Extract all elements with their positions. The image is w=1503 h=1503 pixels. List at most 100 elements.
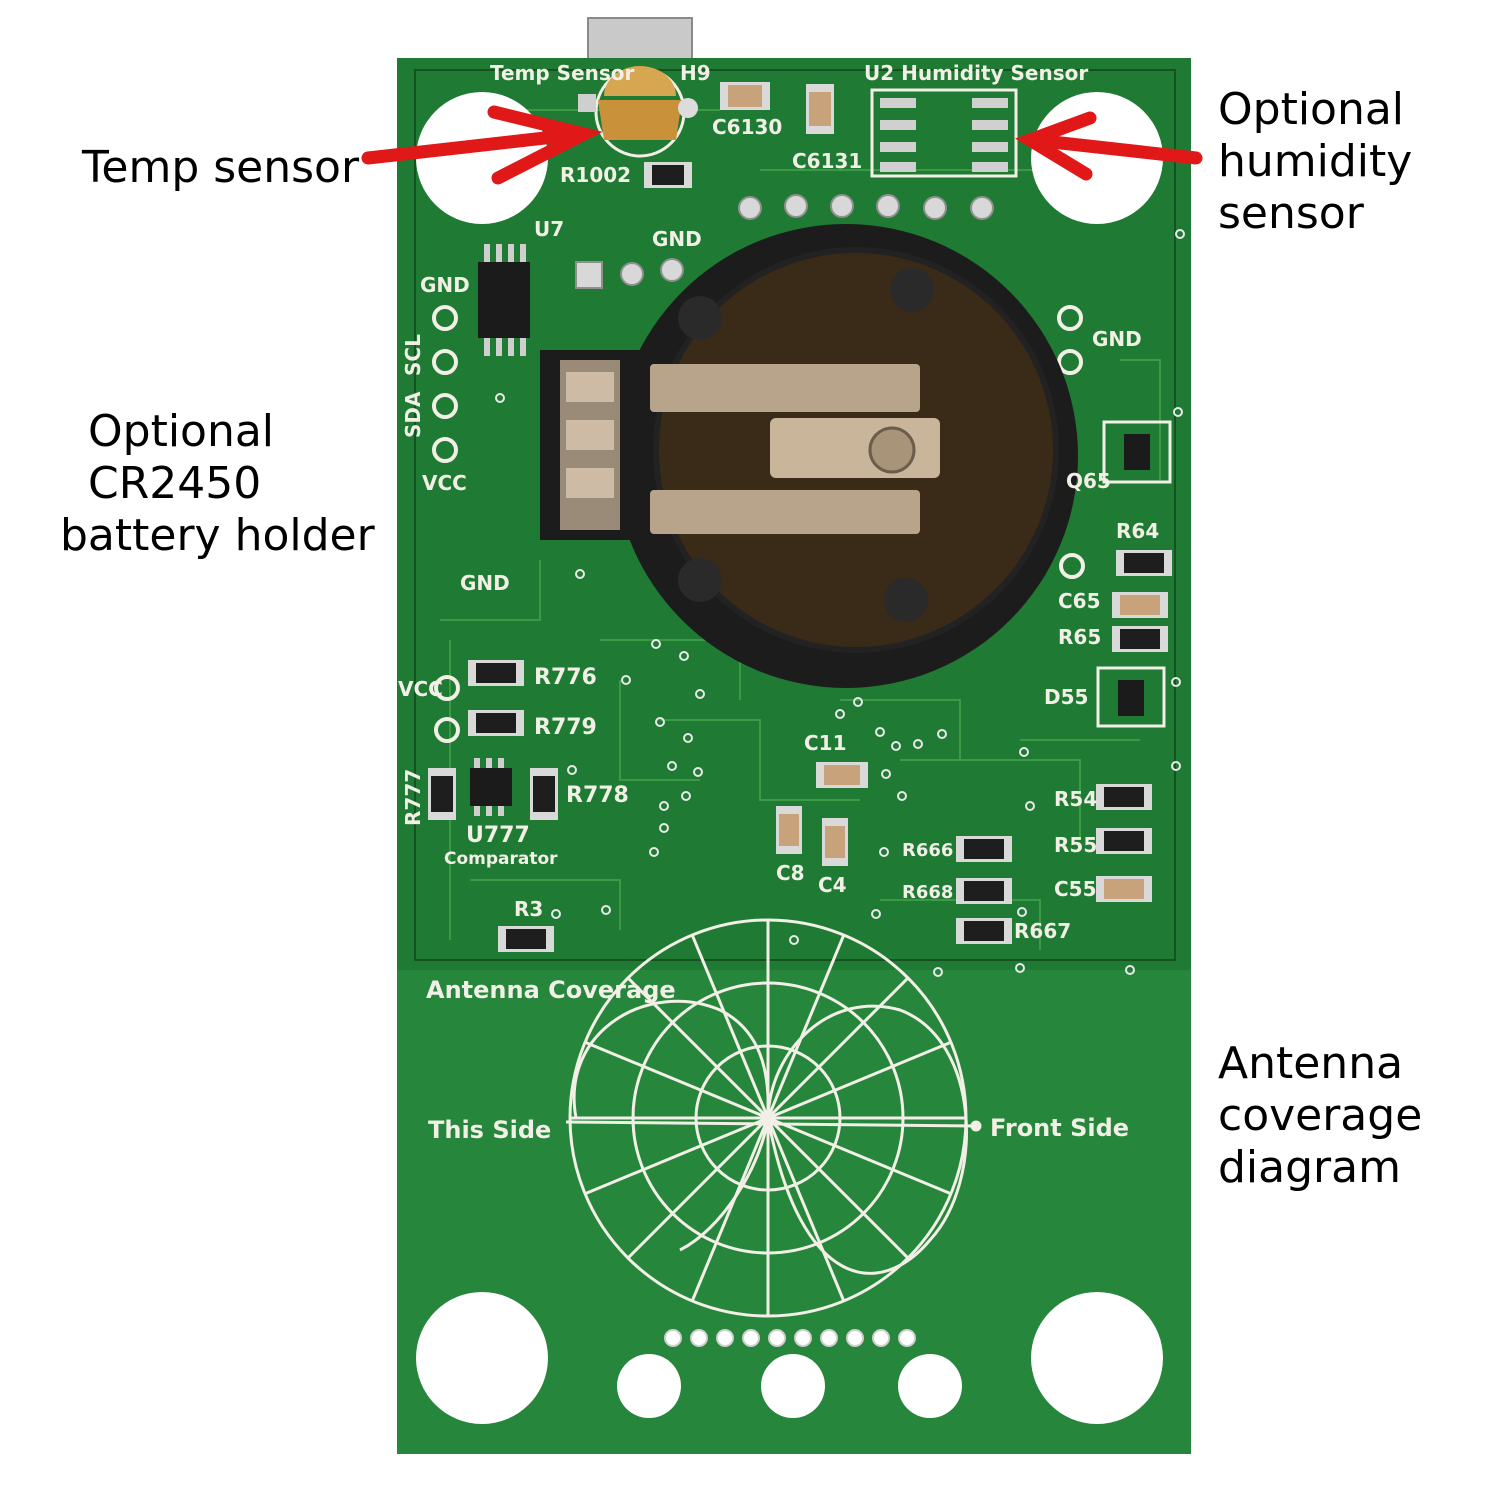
resistor [644, 162, 692, 188]
capacitor [720, 82, 770, 110]
via [1017, 907, 1027, 917]
test-pad [872, 1329, 890, 1347]
silk-r65: R65 [1058, 625, 1101, 649]
u7-chip [478, 244, 530, 356]
via [871, 909, 881, 919]
capacitor [822, 818, 848, 866]
via [789, 935, 799, 945]
via [933, 967, 943, 977]
test-pad [690, 1329, 708, 1347]
resistor [1096, 784, 1152, 810]
via [879, 847, 889, 857]
silk-vcc-top: VCC [422, 471, 467, 495]
via [495, 393, 505, 403]
silk-gnd-right: GND [1092, 327, 1142, 351]
resistor [530, 768, 558, 820]
via [551, 909, 561, 919]
usb-connector [587, 17, 693, 63]
via [1173, 407, 1183, 417]
via [659, 823, 669, 833]
silk-c8: C8 [776, 861, 805, 885]
callout-humidity-line-3: sensor [1218, 188, 1364, 239]
via [575, 569, 585, 579]
top-header-pins [575, 194, 994, 289]
silk-sda: SDA [401, 391, 425, 438]
test-pad [664, 1329, 682, 1347]
silk-r779: R779 [534, 715, 597, 740]
d55-footprint [1096, 666, 1166, 728]
via [875, 727, 885, 737]
pcb-vias [495, 229, 1185, 977]
via [693, 767, 703, 777]
test-pad [768, 1329, 786, 1347]
silk-front-side: Front Side [990, 1114, 1129, 1142]
temp-arrow-shaft [361, 127, 587, 165]
callout-antenna-line-1: Antenna [1218, 1038, 1404, 1089]
silk-u777: U777 [466, 823, 530, 848]
resistor [1116, 550, 1172, 576]
resistor [956, 836, 1012, 862]
callout-battery-line-2: CR2450 [88, 458, 262, 509]
resistor [468, 710, 524, 736]
silk-u2-humidity: U2 Humidity Sensor [864, 61, 1088, 85]
silk-r778: R778 [566, 783, 629, 808]
via [913, 739, 923, 749]
via [655, 717, 665, 727]
callout-battery-holder: Optional CR2450 battery holder [60, 406, 375, 562]
resistor [956, 918, 1012, 944]
silk-c4: C4 [818, 873, 847, 897]
capacitor [776, 806, 802, 854]
capacitor [1096, 876, 1152, 902]
temp-sensor [578, 66, 698, 158]
silk-d55: D55 [1044, 685, 1088, 709]
silk-antenna-title: Antenna Coverage [426, 976, 676, 1004]
via [659, 801, 669, 811]
silk-h9: H9 [680, 61, 711, 85]
via [1015, 963, 1025, 973]
silk-scl: SCL [401, 334, 425, 376]
callout-humidity-line-1: Optional [1218, 84, 1405, 135]
via [891, 741, 901, 751]
resistor [1112, 626, 1168, 652]
silk-r54: R54 [1054, 787, 1097, 811]
silk-c55: C55 [1054, 877, 1097, 901]
silk-r3: R3 [514, 897, 543, 921]
via [679, 651, 689, 661]
resistor [428, 768, 456, 820]
via [695, 689, 705, 699]
via [835, 709, 845, 719]
silk-r55: R55 [1054, 833, 1097, 857]
callout-temp-line-1: Temp sensor [82, 142, 360, 193]
callout-antenna-line-2: coverage [1218, 1090, 1423, 1141]
test-pad [742, 1329, 760, 1347]
silk-this-side: This Side [428, 1116, 551, 1144]
silk-r668: R668 [902, 882, 953, 903]
capacitor [1112, 592, 1168, 618]
via [1019, 747, 1029, 757]
resistor [956, 878, 1012, 904]
pcb-inner-border [414, 69, 1176, 961]
callout-humidity-line-2: humidity [1218, 136, 1413, 187]
via [853, 697, 863, 707]
via [937, 729, 947, 739]
silk-gnd-bottom: GND [460, 571, 510, 595]
via [649, 847, 659, 857]
callout-battery-line-3: battery holder [60, 510, 375, 561]
test-pad [898, 1329, 916, 1347]
test-pad [794, 1329, 812, 1347]
silk-r776: R776 [534, 665, 597, 690]
via [567, 765, 577, 775]
silk-c11: C11 [804, 731, 847, 755]
via [1171, 761, 1181, 771]
silk-gnd-top: GND [652, 227, 702, 251]
silk-vcc-bottom: VCC [398, 677, 443, 701]
resistor [1096, 828, 1152, 854]
via [651, 639, 661, 649]
via [1175, 229, 1185, 239]
battery-holder [540, 224, 1078, 688]
via [681, 791, 691, 801]
callout-battery-line-1: Optional [88, 406, 275, 457]
silk-u7: U7 [534, 217, 564, 241]
resistor [498, 926, 554, 952]
